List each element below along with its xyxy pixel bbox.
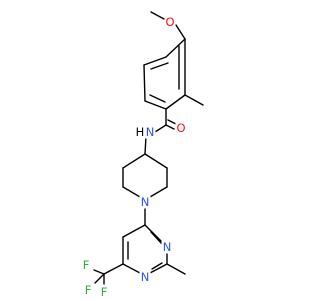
bond-methyl-oxygen (150, 11, 165, 20)
atom-label-f-2: F (101, 285, 108, 299)
bond-ring-a-4 (144, 100, 167, 110)
bond-piperidine-6 (144, 153, 168, 169)
bond-pyrimidine-inner-2 (150, 231, 163, 245)
bond-ring-a-1 (165, 38, 186, 58)
atom-label-n-pyrimidine-1: N (163, 240, 172, 254)
bond-nitrogen-piperidine (144, 135, 147, 155)
bond-cf3-f1 (93, 269, 105, 275)
bond-pyrimidine-3 (122, 263, 141, 274)
atom-label-background (164, 15, 176, 29)
bond-carbonyl-oxygen-2 (167, 119, 177, 125)
atom-label-o-carbonyl: O (176, 121, 185, 135)
bond-ring-a-inner-2 (149, 94, 166, 103)
atom-label-h-amide: H (136, 125, 145, 139)
bond-ring-a-inner-1 (150, 62, 169, 70)
bond-pyrimidine-4 (149, 263, 168, 274)
atom-label-n-piperidine: N (141, 195, 150, 209)
atom-label-background (144, 125, 156, 139)
bond-oxygen-ring (175, 24, 186, 40)
atom-label-background (98, 285, 110, 299)
bond-pyrimidine-methyl (166, 263, 186, 275)
atom-label-n-pyrimidine-3: N (141, 270, 150, 284)
bond-pyrimidine-cf3 (103, 263, 124, 275)
bond-carbonyl-oxygen-1 (165, 124, 175, 130)
atom-label-o-methoxy: O (165, 15, 174, 29)
bond-piperidine-3 (122, 186, 141, 198)
atom-label-f-1: F (83, 258, 90, 272)
bond-ring-a-3 (143, 64, 146, 102)
bond-pyrimidine-inner-3 (151, 262, 163, 270)
atom-label-background (139, 195, 151, 209)
atom-label-background (80, 258, 92, 272)
atom-label-f-3: F (85, 283, 92, 297)
bond-layer (93, 11, 204, 285)
atom-label-background (82, 283, 94, 297)
bond-ring-methyl (184, 94, 204, 106)
bond-cf3-f3 (94, 273, 105, 284)
bond-piperidine-4 (149, 186, 168, 198)
bond-ring-a-5 (165, 94, 186, 110)
bond-pyrimidine-1 (122, 224, 146, 238)
bond-piperidine-1 (122, 153, 146, 169)
atom-label-background (139, 270, 151, 284)
atom-label-background (175, 121, 187, 135)
bond-ring-a-2 (143, 56, 167, 66)
atom-label-background (134, 125, 146, 139)
atom-label-background (161, 240, 173, 254)
atom-label-n-amide: N (146, 125, 155, 139)
bond-carbonyl-nitrogen (154, 124, 167, 133)
